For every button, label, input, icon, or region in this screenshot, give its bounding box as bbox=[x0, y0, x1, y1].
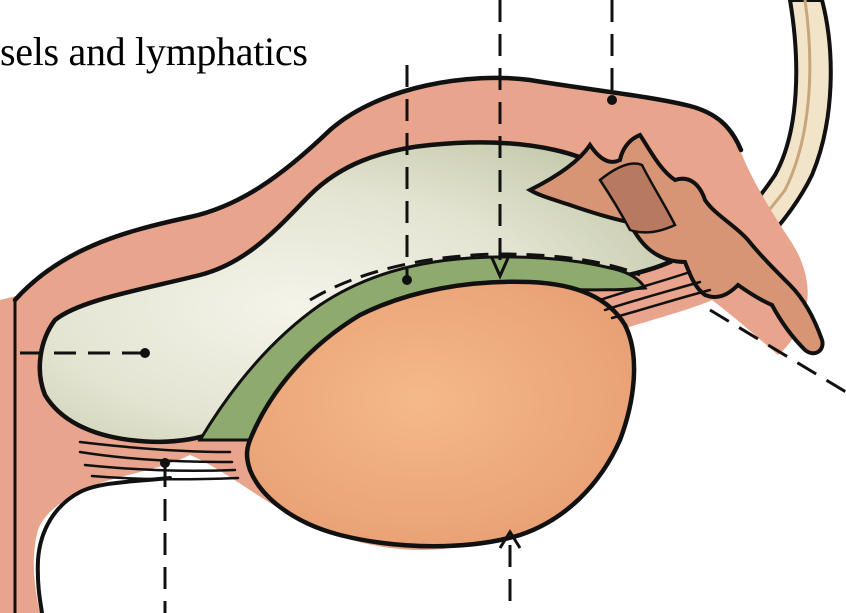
caption-text: sels and lymphatics bbox=[0, 28, 308, 75]
